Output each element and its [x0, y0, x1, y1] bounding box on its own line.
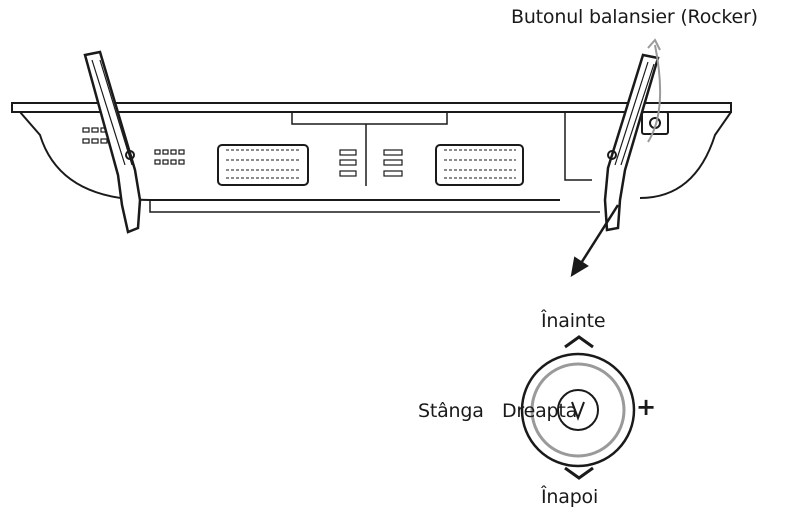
pointer-arrow [570, 204, 620, 277]
left-label: Stânga [418, 400, 484, 422]
up-chevron-icon [564, 335, 594, 349]
forward-label: Înainte [541, 310, 606, 332]
rocker-button-label: Butonul balansier (Rocker) [511, 6, 758, 28]
rocker-dial [520, 352, 636, 468]
port-group-center [339, 149, 403, 177]
rocker-button [641, 111, 669, 135]
right-label: Dreapta [502, 400, 578, 422]
down-chevron-icon [564, 466, 594, 480]
stand-leg-left [83, 50, 142, 234]
back-label: Înapoi [541, 486, 599, 508]
port-block-right [435, 144, 524, 186]
rocker-leader-arrowhead [647, 38, 661, 51]
rocker-leader-line [647, 44, 662, 143]
vent-grille-left [82, 127, 185, 165]
stand-leg-right [603, 53, 660, 232]
plus-label: + [636, 393, 656, 421]
port-block-left [217, 144, 309, 186]
